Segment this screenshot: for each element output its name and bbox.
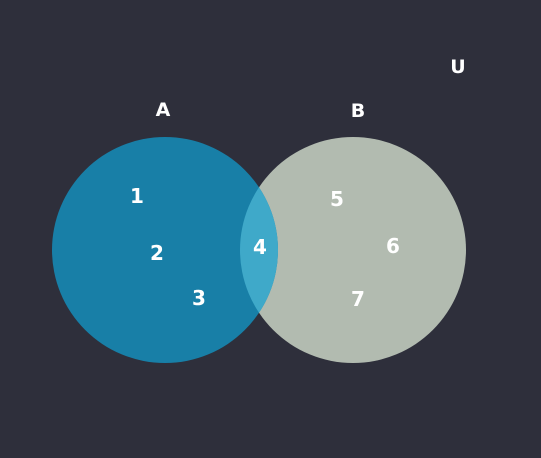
element-intersection: 4 xyxy=(253,235,267,259)
set-a-label: A xyxy=(156,99,171,121)
universe-label: U xyxy=(450,56,465,78)
set-b-circle xyxy=(240,137,466,363)
element-a-only: 3 xyxy=(192,286,206,310)
set-a-circle xyxy=(52,137,278,363)
element-b-only: 7 xyxy=(351,287,365,311)
element-b-only: 6 xyxy=(386,234,400,258)
element-a-only: 2 xyxy=(150,241,164,265)
set-b-label: B xyxy=(351,100,365,122)
element-b-only: 5 xyxy=(330,187,344,211)
element-a-only: 1 xyxy=(130,184,144,208)
